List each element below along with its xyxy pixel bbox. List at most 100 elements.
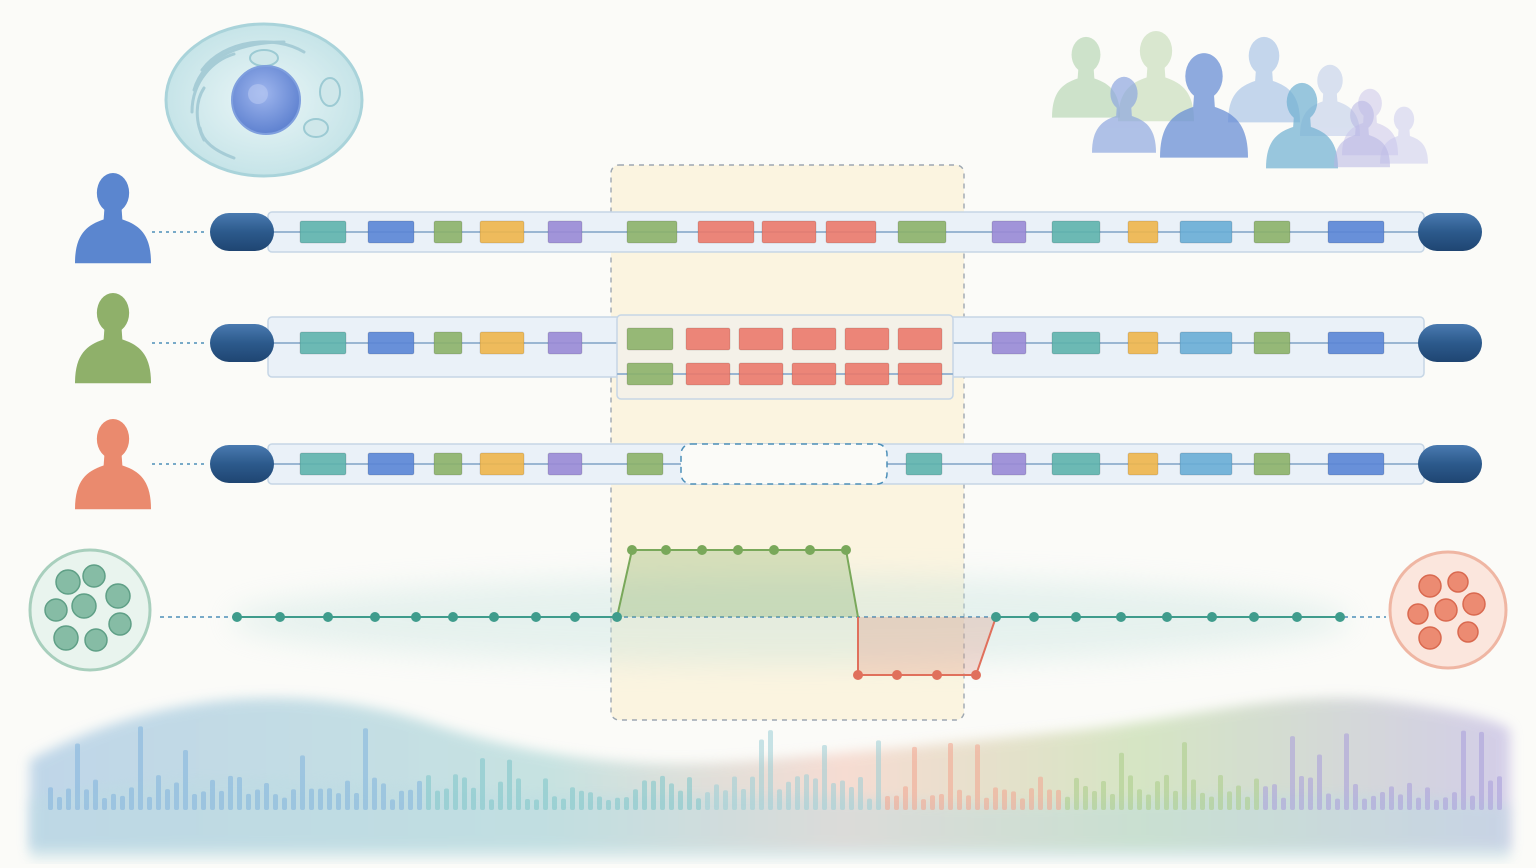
gene-segment — [367, 452, 415, 476]
gene-segment — [897, 220, 947, 244]
crowd-person-icon — [1334, 100, 1390, 168]
gene-segment — [738, 362, 784, 386]
copy-number-point — [411, 612, 421, 622]
copy-number-point — [232, 612, 242, 622]
gene-segment — [367, 220, 415, 244]
gene-segment — [738, 327, 784, 351]
crowd-person-icon — [1118, 30, 1194, 122]
gene-segment — [897, 327, 943, 351]
gene-segment — [547, 220, 583, 244]
copy-number-point — [991, 612, 1001, 622]
gene-segment — [626, 452, 664, 476]
copy-number-gain-point — [627, 545, 637, 555]
gene-segment — [479, 331, 525, 355]
gene-segment — [1253, 220, 1291, 244]
gene-segment — [685, 362, 731, 386]
gene-segment — [1327, 220, 1385, 244]
copy-number-point — [370, 612, 380, 622]
gene-segment — [1253, 331, 1291, 355]
gene-segment — [479, 452, 525, 476]
copy-number-loss-point — [892, 670, 902, 680]
gene-segment — [433, 331, 463, 355]
gene-segment — [299, 331, 347, 355]
gene-segment — [905, 452, 943, 476]
copy-number-loss-point — [853, 670, 863, 680]
gene-segment — [367, 331, 415, 355]
green-cell-cluster-icon — [28, 548, 152, 672]
crowd-person-icon — [1380, 106, 1428, 164]
gene-segment — [697, 220, 755, 244]
gene-segment — [1127, 220, 1159, 244]
gene-segment — [433, 452, 463, 476]
telomere-cap-left — [210, 445, 274, 483]
copy-number-point — [531, 612, 541, 622]
gene-segment — [626, 327, 674, 351]
gene-segment — [844, 327, 890, 351]
copy-number-point — [570, 612, 580, 622]
chromosome-rows — [75, 172, 1482, 510]
copy-number-point — [1029, 612, 1039, 622]
person-red-icon — [75, 418, 151, 510]
person-blue-icon — [75, 172, 151, 264]
gene-segment — [547, 331, 583, 355]
gene-segment — [299, 220, 347, 244]
gene-segment — [1179, 331, 1233, 355]
gene-segment — [1179, 220, 1233, 244]
copy-number-gain-point — [841, 545, 851, 555]
gene-segment — [299, 452, 347, 476]
copy-number-gain-point — [661, 545, 671, 555]
copy-number-point — [612, 612, 622, 622]
gene-segment — [1253, 452, 1291, 476]
gene-segment — [685, 327, 731, 351]
crowd-person-icon — [1228, 36, 1300, 123]
copy-number-gain-point — [769, 545, 779, 555]
crowd-person-icon — [1052, 36, 1120, 118]
copy-number-point — [1335, 612, 1345, 622]
deleted-segment-outline — [680, 443, 888, 485]
gene-segment — [844, 362, 890, 386]
gene-segment — [791, 327, 837, 351]
copy-number-point — [323, 612, 333, 622]
gene-segment — [991, 452, 1027, 476]
crowd-person-icon — [1160, 53, 1248, 158]
crowd-person-icon — [1092, 76, 1156, 153]
copy-number-gain-point — [733, 545, 743, 555]
gene-segment — [1127, 331, 1159, 355]
gene-segment — [626, 362, 674, 386]
copy-number-point — [1116, 612, 1126, 622]
gene-segment — [991, 331, 1027, 355]
cell-organelles-icon — [164, 22, 364, 178]
gene-segment — [791, 362, 837, 386]
gene-segment — [1127, 452, 1159, 476]
copy-number-point — [448, 612, 458, 622]
crowd-person-icon — [1266, 82, 1338, 169]
copy-number-point — [1249, 612, 1259, 622]
copy-number-loss-point — [932, 670, 942, 680]
copy-number-point — [275, 612, 285, 622]
gene-segment — [761, 220, 817, 244]
person-green-icon — [75, 292, 151, 384]
red-cell-cluster-icon — [1388, 550, 1508, 670]
copy-number-point — [489, 612, 499, 622]
gene-segment — [825, 220, 877, 244]
gene-segment — [1327, 452, 1385, 476]
gene-segment — [1179, 452, 1233, 476]
copy-number-point — [1162, 612, 1172, 622]
gene-segment — [1051, 220, 1101, 244]
gene-segment — [1051, 452, 1101, 476]
gene-segment — [897, 362, 943, 386]
copy-number-loss-point — [971, 670, 981, 680]
copy-number-point — [1071, 612, 1081, 622]
gene-segment — [991, 220, 1027, 244]
population-crowd-icon — [1052, 30, 1428, 169]
telomere-cap-left — [210, 213, 274, 251]
gene-segment — [479, 220, 525, 244]
copy-number-point — [1292, 612, 1302, 622]
copy-number-point — [1207, 612, 1217, 622]
gene-segment — [1327, 331, 1385, 355]
gene-segment — [626, 220, 678, 244]
telomere-cap-right — [1418, 213, 1482, 251]
telomere-cap-right — [1418, 445, 1482, 483]
